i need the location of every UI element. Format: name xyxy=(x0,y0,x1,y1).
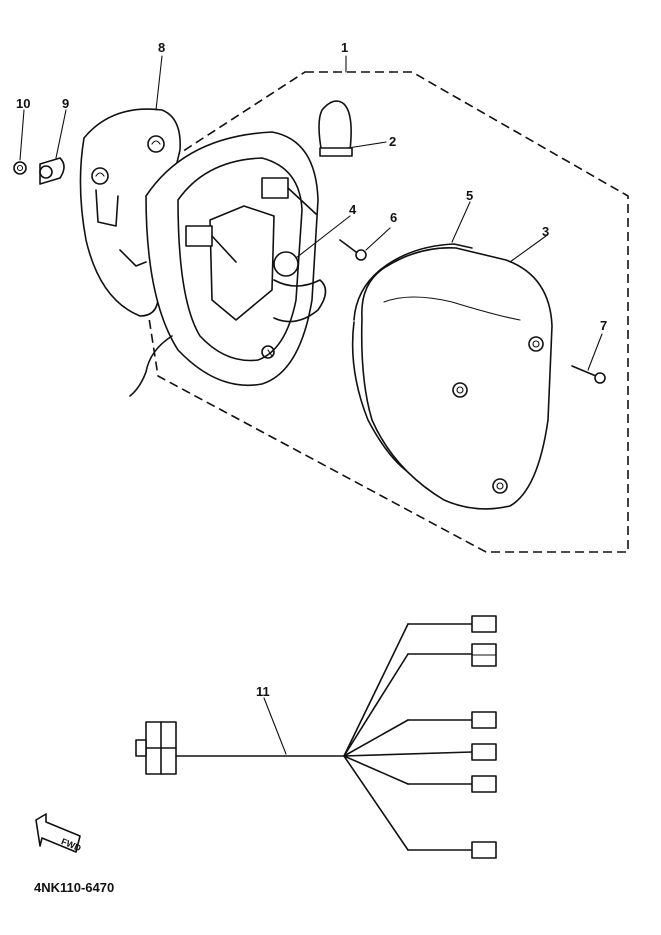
base-bracket xyxy=(79,108,181,317)
callout-6: 6 xyxy=(390,210,397,225)
callout-11: 11 xyxy=(256,684,270,699)
grommet xyxy=(39,157,65,185)
callout-leaders xyxy=(19,55,603,755)
screw-6 xyxy=(339,239,367,261)
wire-harness xyxy=(135,615,497,859)
callout-5: 5 xyxy=(466,188,473,203)
callout-3: 3 xyxy=(542,224,549,239)
callout-9: 9 xyxy=(62,96,69,111)
callout-4: 4 xyxy=(349,202,357,217)
nut xyxy=(13,161,27,175)
bulb xyxy=(318,100,353,157)
diagram-code: 4NK110-6470 xyxy=(34,880,115,895)
callout-1: 1 xyxy=(341,40,348,55)
callout-10: 10 xyxy=(16,96,30,111)
lens xyxy=(360,247,553,510)
callout-2: 2 xyxy=(389,134,396,149)
lamp-housing xyxy=(129,131,327,397)
callout-8: 8 xyxy=(158,40,165,55)
fwd-arrow: FWD xyxy=(35,813,83,853)
callout-7: 7 xyxy=(600,318,607,333)
screw-7 xyxy=(571,365,606,384)
